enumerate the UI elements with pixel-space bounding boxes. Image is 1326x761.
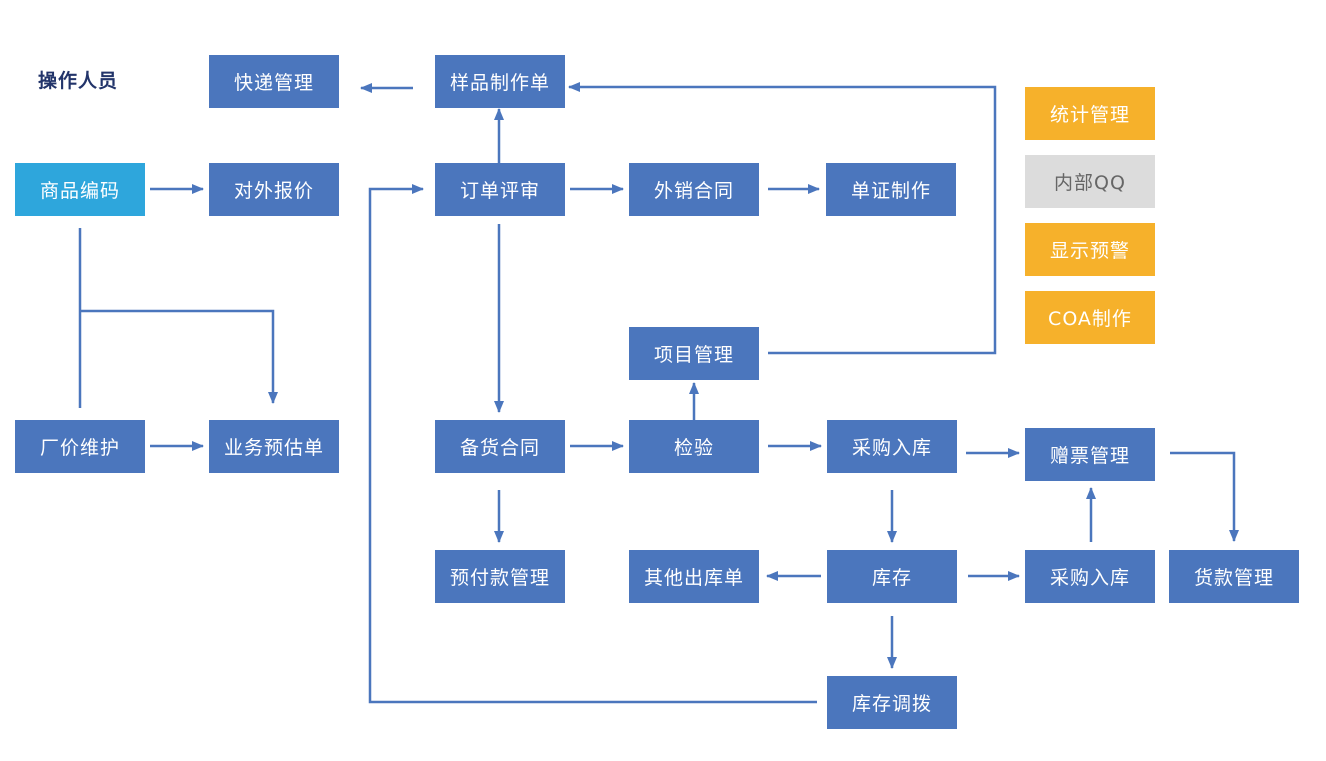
node-export-contract[interactable]: 外销合同 — [629, 163, 759, 216]
node-inventory[interactable]: 库存 — [827, 550, 957, 603]
node-order-review[interactable]: 订单评审 — [435, 163, 565, 216]
node-other-outbound[interactable]: 其他出库单 — [629, 550, 759, 603]
node-factory-price[interactable]: 厂价维护 — [15, 420, 145, 473]
node-purchase-in-2[interactable]: 采购入库 — [1025, 550, 1155, 603]
node-business-estimate[interactable]: 业务预估单 — [209, 420, 339, 473]
side-coa-making[interactable]: COA制作 — [1025, 291, 1155, 344]
node-stock-contract[interactable]: 备货合同 — [435, 420, 565, 473]
node-product-code[interactable]: 商品编码 — [15, 163, 145, 216]
arrow-project-to-sample — [568, 82, 997, 355]
side-stats-management[interactable]: 统计管理 — [1025, 87, 1155, 140]
node-prepayment-management[interactable]: 预付款管理 — [435, 550, 565, 603]
node-external-quote[interactable]: 对外报价 — [209, 163, 339, 216]
node-payment-management[interactable]: 货款管理 — [1169, 550, 1299, 603]
arrow-code-to-estimate — [80, 309, 278, 404]
arrow-invoice-to-payment — [1170, 451, 1239, 542]
side-internal-qq[interactable]: 内部QQ — [1025, 155, 1155, 208]
node-project-management[interactable]: 项目管理 — [629, 327, 759, 380]
node-document-making[interactable]: 单证制作 — [826, 163, 956, 216]
node-purchase-in[interactable]: 采购入库 — [827, 420, 957, 473]
side-display-warning[interactable]: 显示预警 — [1025, 223, 1155, 276]
node-express-management[interactable]: 快递管理 — [209, 55, 339, 108]
node-inspection[interactable]: 检验 — [629, 420, 759, 473]
node-sample-order[interactable]: 样品制作单 — [435, 55, 565, 108]
node-invoice-management[interactable]: 赠票管理 — [1025, 428, 1155, 481]
node-inventory-transfer[interactable]: 库存调拨 — [827, 676, 957, 729]
arrow-transfer-to-review — [368, 184, 817, 704]
operator-legend-label: 操作人员 — [38, 70, 119, 92]
